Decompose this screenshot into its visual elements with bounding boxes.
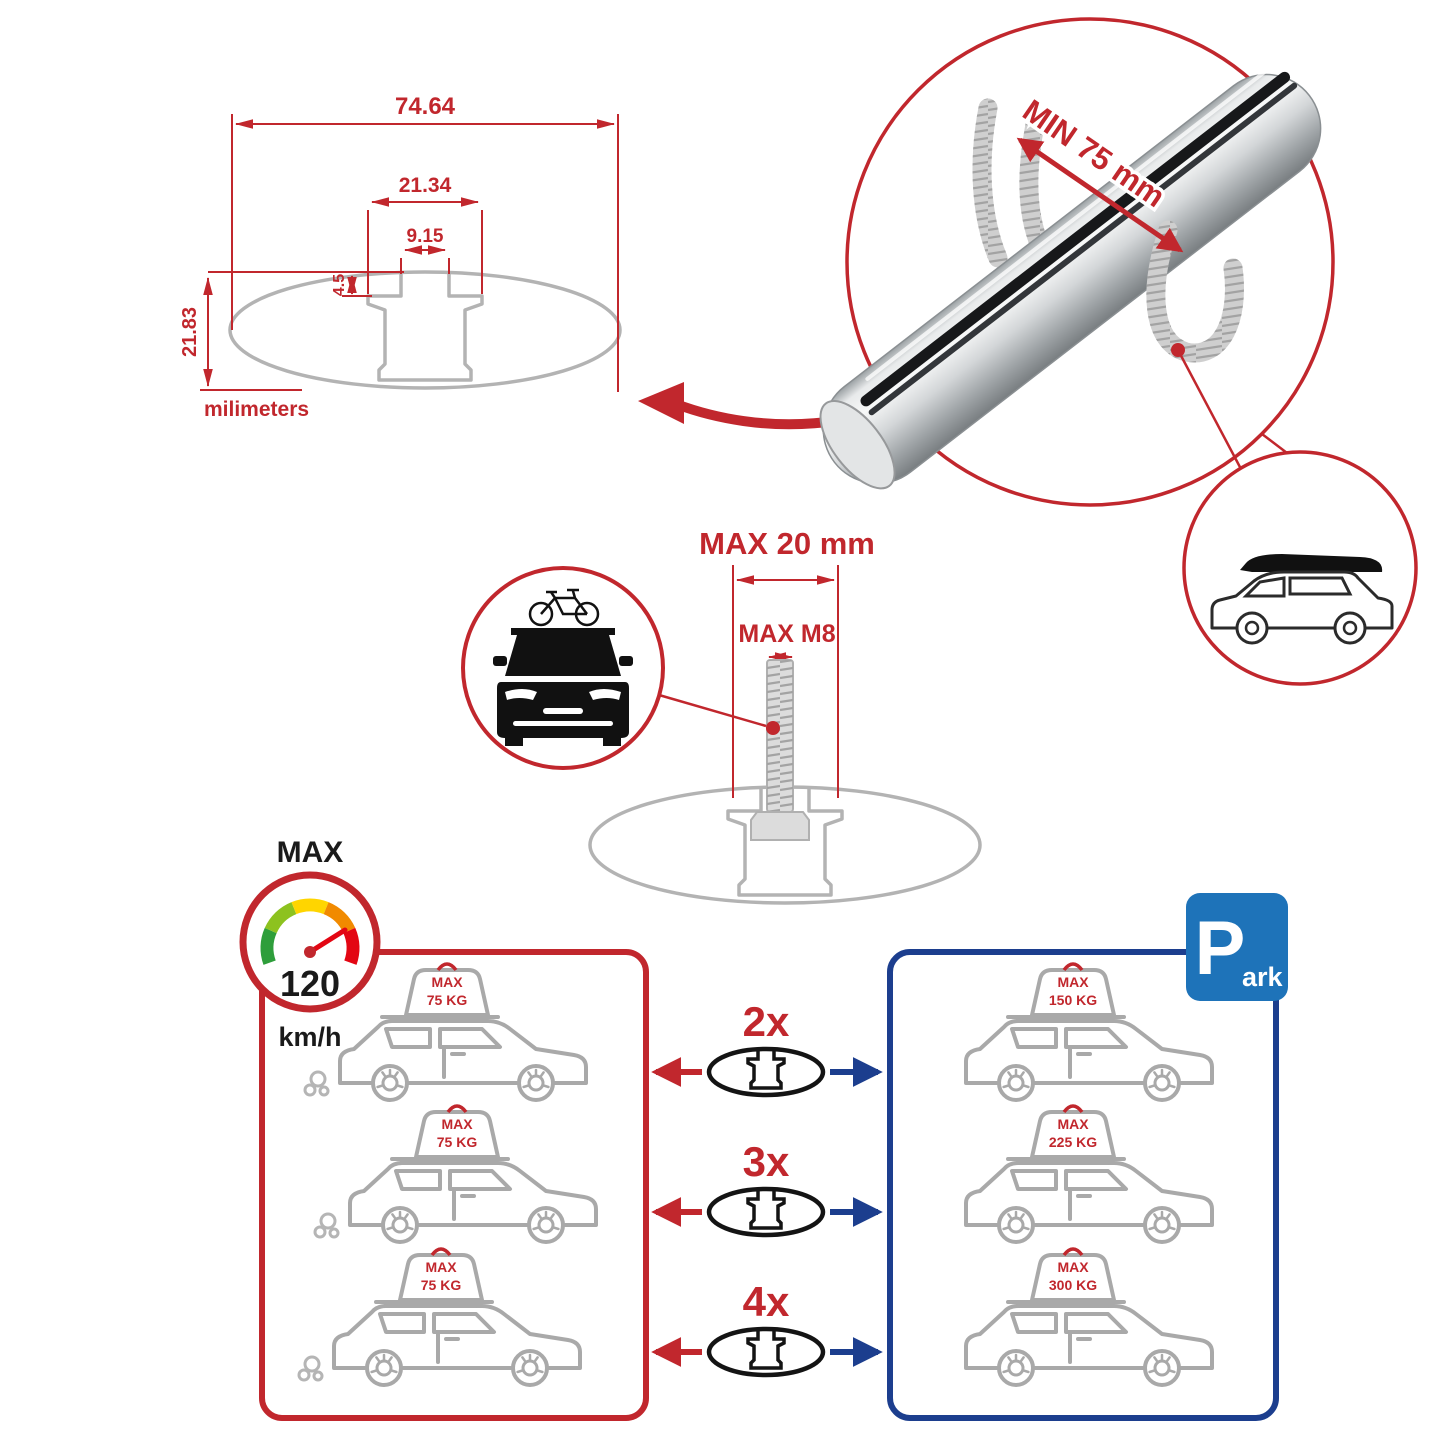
dim-units-label: milimeters bbox=[204, 398, 309, 421]
dim-width-total: 74.64 bbox=[395, 93, 456, 120]
dimension-lines bbox=[200, 114, 619, 392]
min-clamp-arrow bbox=[1016, 137, 1184, 253]
callout-leader-line bbox=[1176, 349, 1252, 487]
dim-height-total: 21.83 bbox=[179, 307, 201, 357]
multiplier-label: 4x bbox=[743, 1278, 790, 1325]
load-limit-label: MAX bbox=[441, 1116, 473, 1132]
profile-dimension-drawing: 74.64 21.34 9.15 4.5 21.83 milimeters bbox=[179, 93, 622, 421]
bicycle-icon bbox=[528, 588, 600, 627]
bolt-dimension-drawing: MAX 20 mm MAX M8 bbox=[588, 526, 982, 905]
oval-t-slot-profile-icon bbox=[709, 1189, 823, 1235]
car-front-with-bike-icon bbox=[493, 588, 633, 746]
t-bolt bbox=[750, 659, 810, 841]
parking-letter: P bbox=[1195, 906, 1246, 991]
dim-slot-lip: 4.5 bbox=[331, 274, 348, 296]
load-limit-label: MAX bbox=[1057, 974, 1089, 990]
clamp-hook-front bbox=[1146, 220, 1244, 363]
multiplier-label: 3x bbox=[743, 1138, 790, 1185]
load-limit-label: MAX bbox=[431, 974, 463, 990]
multiplier-label: 2x bbox=[743, 998, 790, 1045]
roofbox-car-callout bbox=[1182, 450, 1418, 686]
bolt-dimension-lines bbox=[732, 565, 839, 798]
speed-unit: km/h bbox=[278, 1022, 341, 1052]
dim-slot-outer: 21.34 bbox=[399, 174, 452, 197]
speed-value: 120 bbox=[280, 963, 340, 1004]
parking-suffix: ark bbox=[1242, 962, 1284, 992]
load-limit-value: 150 KG bbox=[1049, 992, 1097, 1008]
bolt-callout-dot bbox=[766, 721, 780, 735]
gauge-pivot bbox=[304, 946, 316, 958]
parking-sign-icon: P ark bbox=[1186, 893, 1288, 1001]
bar-closeup: MIN 75 mm bbox=[819, 17, 1335, 507]
load-limit-value: 225 KG bbox=[1049, 1134, 1097, 1150]
load-limit-label: MAX bbox=[1057, 1259, 1089, 1275]
load-limit-value: 75 KG bbox=[427, 992, 468, 1008]
speed-max-label: MAX bbox=[277, 836, 344, 869]
profile-cross-section bbox=[228, 270, 622, 390]
oval-t-slot-profile-icon bbox=[709, 1049, 823, 1095]
bike-car-callout bbox=[461, 566, 665, 770]
dynamic-load-cars: MAX 75 KG MAX 75 KG MAX 75 KG bbox=[297, 962, 596, 1385]
max-thread-label: MAX M8 bbox=[738, 620, 835, 648]
speedometer: MAX 120 km/h bbox=[239, 836, 381, 1052]
suv-with-roofbox-icon bbox=[1210, 554, 1394, 645]
load-limit-value: 75 KG bbox=[421, 1277, 462, 1293]
load-limit-label: MAX bbox=[1057, 1116, 1089, 1132]
speedometer-icon bbox=[239, 871, 381, 1013]
gauge-needle bbox=[307, 927, 348, 955]
load-limit-label: MAX bbox=[425, 1259, 457, 1275]
dim-slot-opening: 9.15 bbox=[407, 226, 444, 247]
multiplier-row-2: 3x bbox=[651, 1138, 883, 1235]
load-limit-value: 75 KG bbox=[437, 1134, 478, 1150]
load-limit-value: 300 KG bbox=[1049, 1277, 1097, 1293]
max-length-label: MAX 20 mm bbox=[699, 526, 875, 561]
multiplier-row-3: 4x bbox=[651, 1278, 883, 1375]
bar-end-face bbox=[819, 399, 896, 490]
multiplier-row-1: 2x bbox=[651, 998, 883, 1095]
gauge-arc bbox=[260, 898, 360, 965]
static-load-cars: MAX 150 KG MAX 225 KG MAX 300 KG bbox=[966, 962, 1212, 1385]
oval-t-slot-profile-icon bbox=[709, 1329, 823, 1375]
bolt-leader-line bbox=[658, 693, 767, 728]
